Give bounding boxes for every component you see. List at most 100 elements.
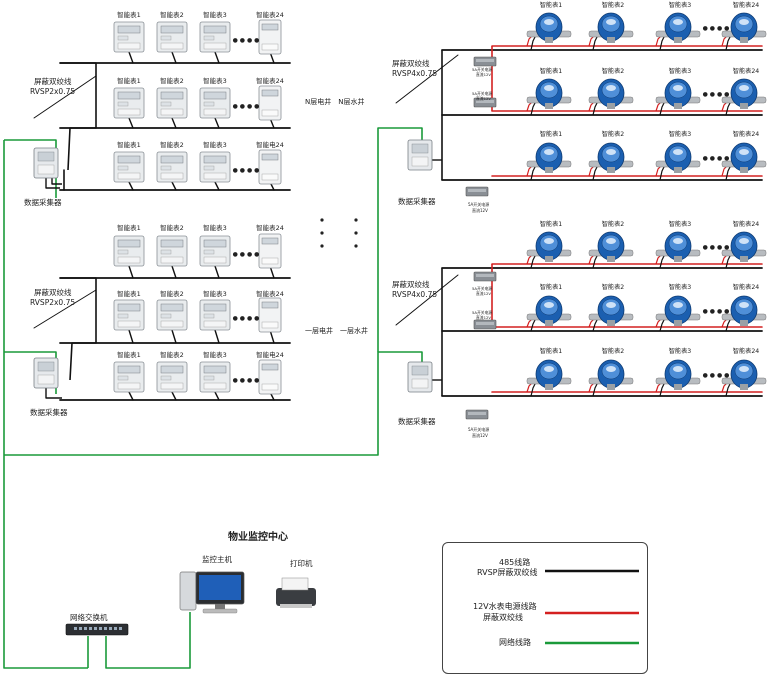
cable-label: 屏蔽双绞线 bbox=[34, 287, 72, 297]
ellipsis: ● ● ● ● bbox=[703, 25, 730, 32]
electric-meter bbox=[199, 21, 231, 53]
meter-glass bbox=[673, 302, 683, 308]
meter-display bbox=[117, 91, 141, 100]
electric-meter bbox=[156, 21, 188, 53]
meter-drop bbox=[128, 329, 134, 344]
meter-base bbox=[674, 384, 682, 390]
printer-icon bbox=[276, 577, 316, 608]
meter-base bbox=[607, 37, 615, 43]
electric-meter bbox=[113, 21, 145, 53]
switch-port bbox=[94, 627, 97, 630]
ellipsis: ● ● ● ● bbox=[233, 315, 260, 322]
meter-base bbox=[545, 384, 553, 390]
meter-base bbox=[740, 103, 748, 109]
water-meter bbox=[588, 231, 634, 262]
meter-plate bbox=[117, 165, 129, 171]
meter-label: 智能表2 bbox=[160, 10, 184, 19]
electric-meter bbox=[113, 299, 145, 331]
meter-plate bbox=[203, 165, 215, 171]
meter-display bbox=[160, 91, 184, 100]
water-meter bbox=[721, 78, 767, 109]
water-meter-label: 智能表1 bbox=[540, 130, 563, 138]
collector-panel bbox=[411, 143, 429, 154]
meter-base bbox=[545, 37, 553, 43]
meter-plate bbox=[203, 101, 215, 107]
meter-glass bbox=[673, 366, 683, 372]
meter-terminal bbox=[160, 172, 184, 180]
legend-network-line1: 网络线路 bbox=[499, 637, 531, 647]
meter-drop bbox=[171, 51, 177, 64]
meter-label: 智能表1 bbox=[117, 223, 141, 232]
meter-base bbox=[674, 103, 682, 109]
collector-label: 数据采集器 bbox=[398, 416, 436, 426]
meter-terminal bbox=[203, 108, 227, 116]
meter-label: 智能表3 bbox=[203, 76, 227, 85]
meter-terminal bbox=[160, 320, 184, 328]
psu-label: 直流12V bbox=[476, 96, 491, 101]
power-supply bbox=[465, 186, 489, 197]
meter-terminal bbox=[261, 257, 279, 265]
switch-port bbox=[84, 627, 87, 630]
computer-icon bbox=[179, 571, 245, 614]
meter-terminal bbox=[203, 256, 227, 264]
meter-plate bbox=[117, 101, 129, 107]
cable-label: RVSP2x0.75 bbox=[30, 87, 75, 96]
meter-drop bbox=[214, 391, 220, 401]
water-meter bbox=[588, 142, 634, 173]
collector-label: 数据采集器 bbox=[24, 197, 62, 207]
water-meter bbox=[721, 231, 767, 262]
meter-display bbox=[160, 239, 184, 248]
water-meter bbox=[588, 12, 634, 43]
rs485-bus bbox=[45, 388, 62, 399]
meter-label: 智能表3 bbox=[203, 10, 227, 19]
collector-panel bbox=[411, 365, 429, 376]
meter-drop bbox=[171, 181, 177, 191]
ellipsis-dot bbox=[320, 231, 324, 235]
meter-base bbox=[740, 320, 748, 326]
water-meter bbox=[721, 359, 767, 390]
psu-label: 5A开关电源 bbox=[472, 91, 492, 96]
water-meter-label: 智能表24 bbox=[733, 67, 759, 75]
page-title: 物业监控中心 bbox=[228, 530, 288, 543]
psu-label: 5A开关电源 bbox=[468, 201, 489, 207]
meter-drop bbox=[128, 117, 134, 129]
meter-display bbox=[117, 155, 141, 164]
meter-base bbox=[545, 320, 553, 326]
legend-power-line2: 屏蔽双绞线 bbox=[483, 612, 523, 622]
meter-glass bbox=[739, 85, 749, 91]
electric-meter bbox=[199, 235, 231, 267]
meter-drop bbox=[214, 181, 220, 191]
meter-plate bbox=[160, 101, 172, 107]
rs485-bus bbox=[67, 76, 97, 171]
switch-port bbox=[114, 627, 117, 630]
collector-terminal bbox=[411, 156, 429, 167]
switch-port bbox=[89, 627, 92, 630]
water-meter-label: 智能表24 bbox=[733, 347, 759, 355]
meter-glass bbox=[606, 238, 616, 244]
meter-drop bbox=[128, 181, 134, 191]
cable-label: RVSP2x0.75 bbox=[30, 298, 75, 307]
water-meter-label: 智能表1 bbox=[540, 283, 563, 291]
meter-base bbox=[740, 167, 748, 173]
electric-meter bbox=[113, 151, 145, 183]
rs485-bus bbox=[60, 62, 97, 76]
power-supply bbox=[473, 56, 497, 67]
meter-glass bbox=[606, 366, 616, 372]
psu-vent bbox=[476, 59, 494, 62]
electric-meter bbox=[258, 19, 282, 55]
water-meter bbox=[655, 295, 701, 326]
meter-label: 智能电24 bbox=[256, 140, 284, 149]
network-wire bbox=[377, 127, 423, 352]
water-meter bbox=[526, 231, 572, 262]
electric-meter bbox=[258, 85, 282, 121]
meter-glass bbox=[673, 238, 683, 244]
water-meter-label: 智能表2 bbox=[602, 130, 625, 138]
meter-label: 智能表1 bbox=[117, 289, 141, 298]
water-meter bbox=[526, 359, 572, 390]
meter-base bbox=[607, 103, 615, 109]
psu-vent bbox=[476, 100, 494, 103]
water-meter bbox=[588, 78, 634, 109]
meter-base bbox=[740, 384, 748, 390]
water-meter bbox=[526, 142, 572, 173]
